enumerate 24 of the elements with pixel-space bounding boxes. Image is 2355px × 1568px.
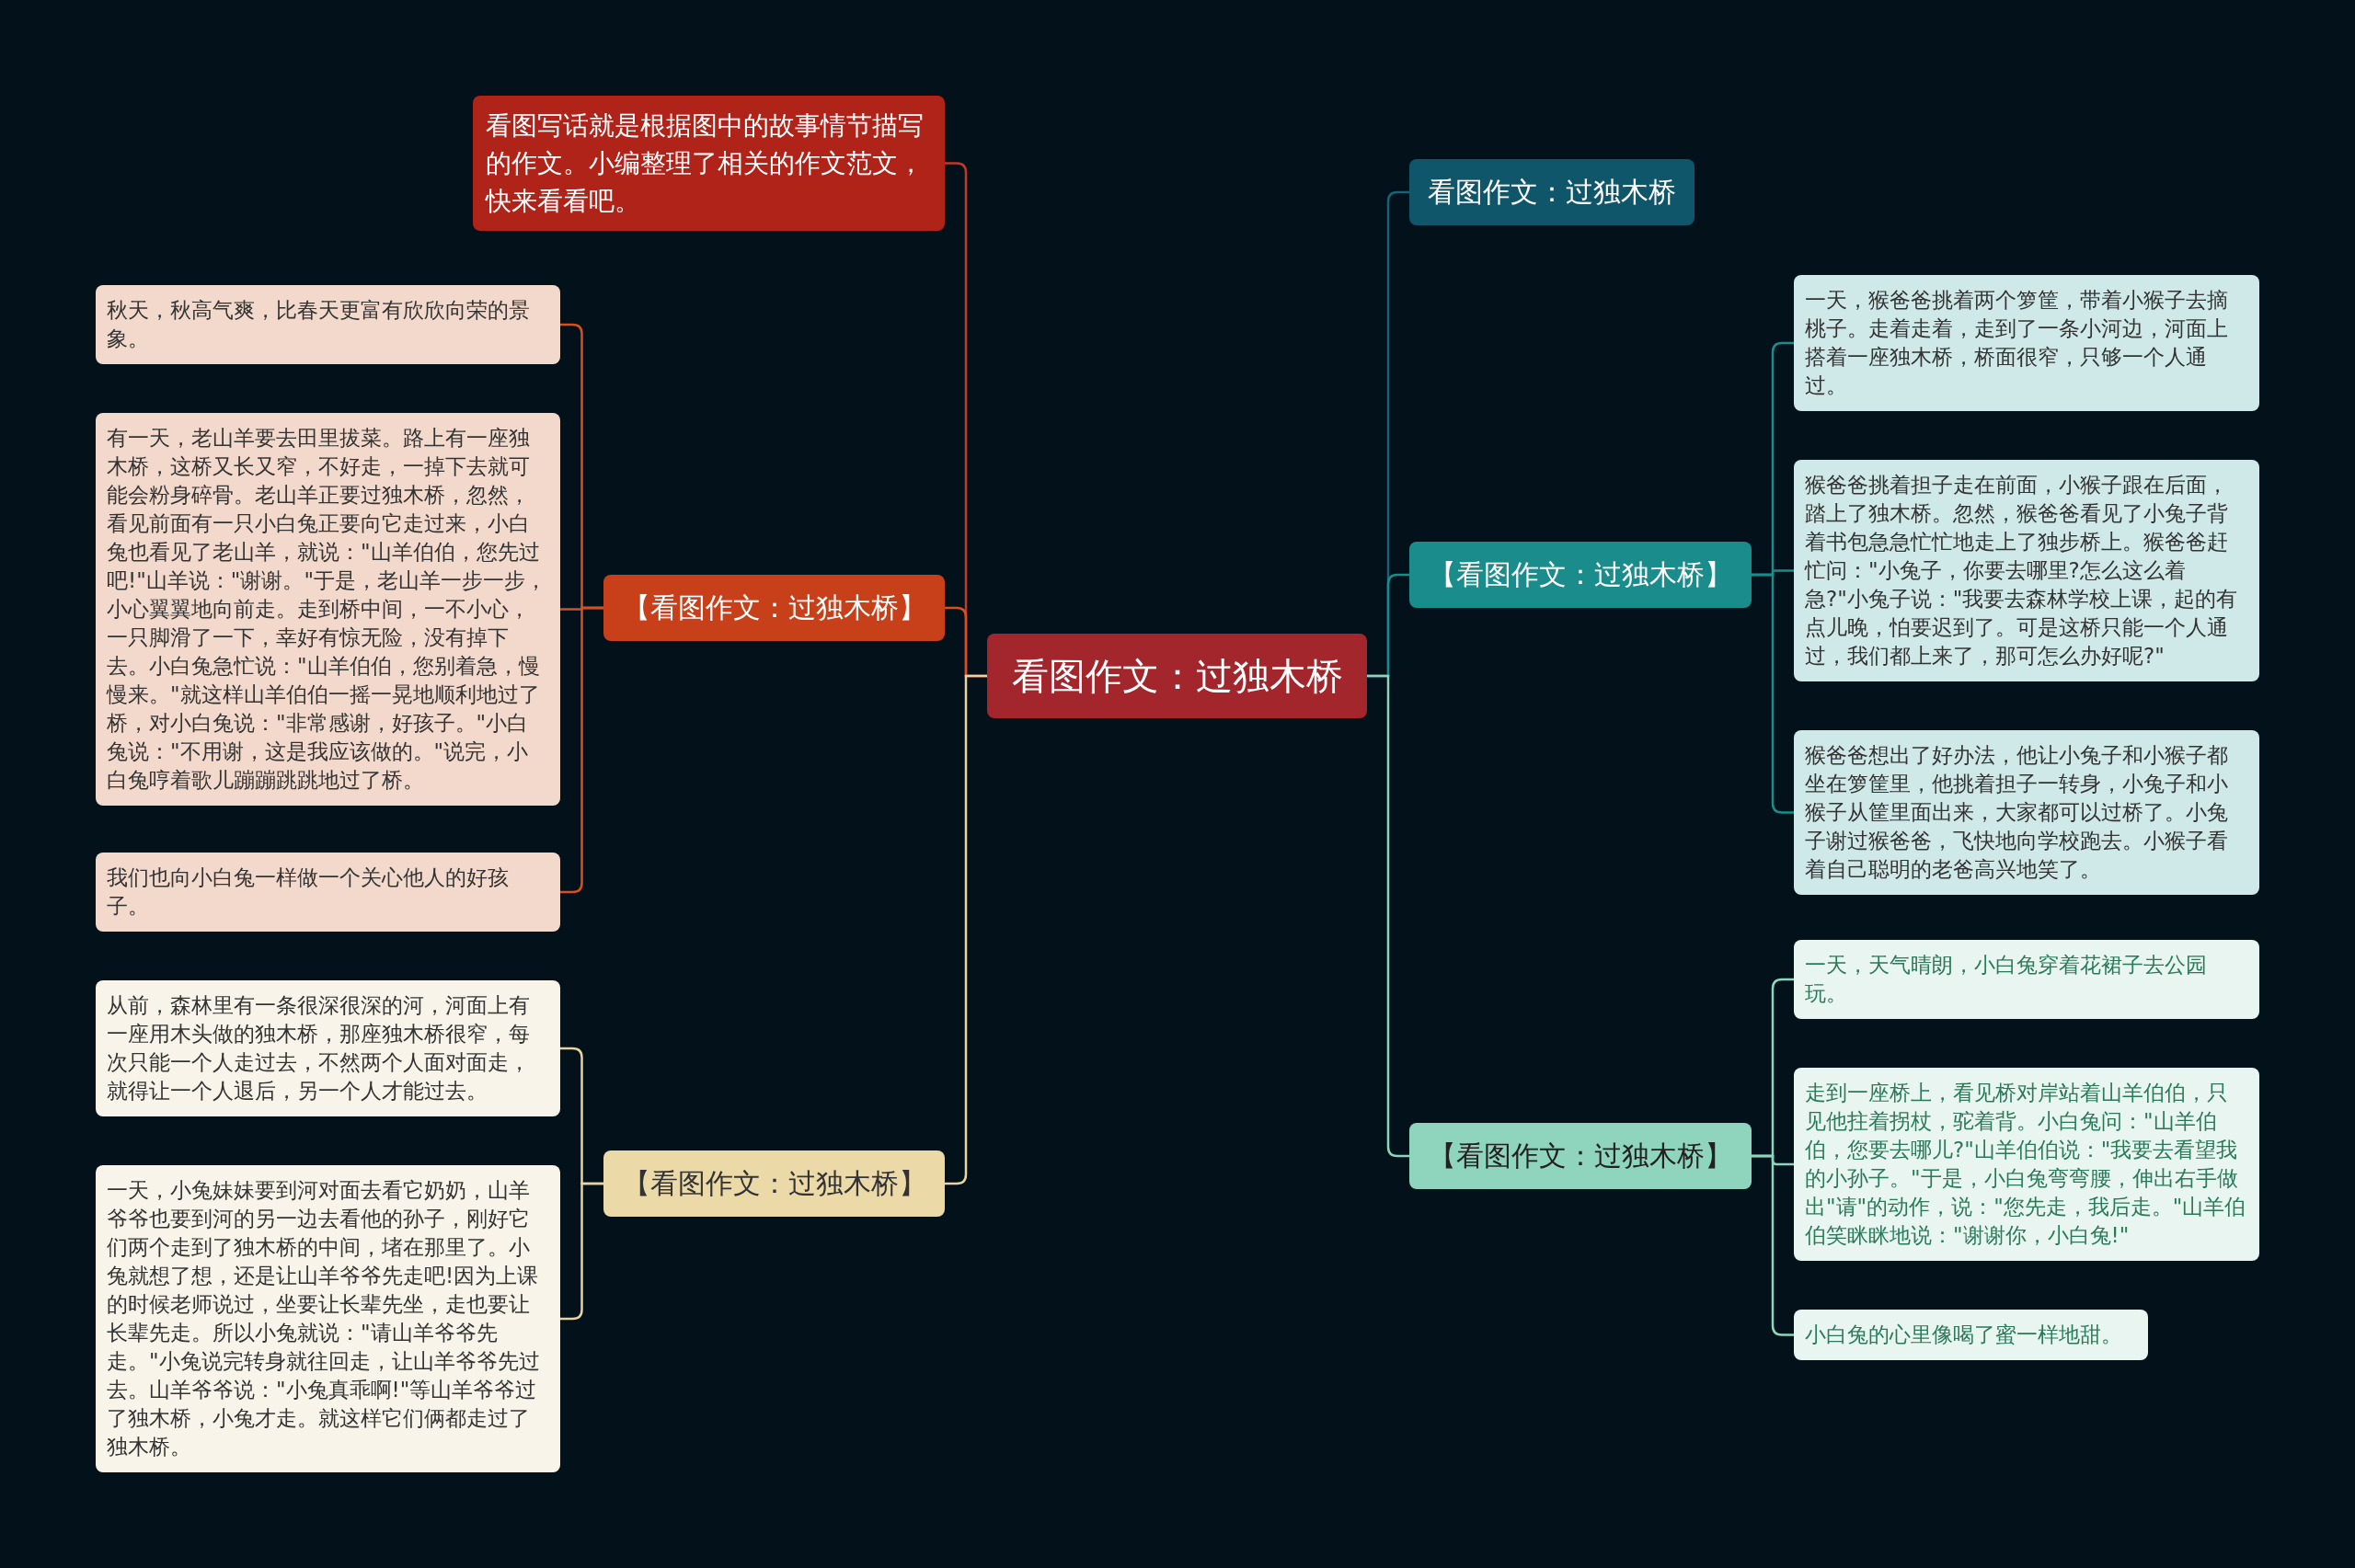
- connector-line: [945, 674, 987, 1185]
- story-card: 小白兔的心里像喝了蜜一样地甜。: [1794, 1310, 2148, 1360]
- connector-line: [1367, 674, 1409, 1158]
- story-card: 猴爸爸想出了好办法，他让小兔子和小猴子都坐在箩筐里，他挑着担子一转身，小兔子和小猴子从筐里面出来，大家都可以过桥了。小兔子谢过猴爸爸，飞快地向学校跑去。小猴子看着自己聪明的老爸高兴地笑了。: [1794, 730, 2259, 895]
- branch-topic: 看图作文：过独木桥: [1409, 159, 1694, 225]
- story-card: 秋天，秋高气爽，比春天更富有欣欣向荣的景象。: [96, 285, 560, 364]
- branch-topic: 【看图作文：过独木桥】: [603, 1150, 945, 1217]
- branch-topic: 【看图作文：过独木桥】: [1409, 1123, 1752, 1189]
- intro-card: 看图写话就是根据图中的故事情节描写的作文。小编整理了相关的作文范文，快来看看吧。: [473, 96, 945, 231]
- branch-topic: 【看图作文：过独木桥】: [603, 575, 945, 641]
- story-card: 猴爸爸挑着担子走在前面，小猴子跟在后面，踏上了独木桥。忽然，猴爸爸看见了小兔子背着书包急急忙忙地走上了独步桥上。猴爸爸赶忙问："小兔子，你要去哪里?怎么这么着急?"小兔子说："我要去森林学校上课，起的有点儿晚，怕要迟到了。可是这桥只能一个人通过，我们都上来了，那可怎么办好呢?": [1794, 460, 2259, 681]
- connector-line: [560, 606, 603, 894]
- story-card: 一天，天气晴朗，小白兔穿着花裙子去公园玩。: [1794, 940, 2259, 1019]
- story-card: 一天，猴爸爸挑着两个箩筐，带着小猴子去摘桃子。走着走着，走到了一条小河边，河面上搭着一座独木桥，桥面很窄，只够一个人通过。: [1794, 275, 2259, 411]
- story-card: 有一天，老山羊要去田里拔菜。路上有一座独木桥，这桥又长又窄，不好走，一掉下去就可能会粉身碎骨。老山羊正要过独木桥，忽然，看见前面有一只小白兔正要向它走过来，小白兔也看见了老山羊，就说："山羊伯伯，您先过吧!"山羊说："谢谢。"于是，老山羊一步一步，小心翼翼地向前走。走到桥中间，一不小心，一只脚滑了一下，幸好有惊无险，没有掉下去。小白兔急忙说："山羊伯伯，您别着急，慢慢来。"就这样山羊伯伯一摇一晃地顺利地过了桥，对小白兔说："非常感谢，好孩子。"小白兔说："不用谢，这是我应该做的。"说完，小白兔哼着歌儿蹦蹦跳跳地过了桥。: [96, 413, 560, 806]
- story-card: 我们也向小白兔一样做一个关心他人的好孩子。: [96, 853, 560, 932]
- story-card: 走到一座桥上，看见桥对岸站着山羊伯伯，只见他拄着拐杖，驼着背。小白兔问："山羊伯伯，您要去哪儿?"山羊伯伯说："我要去看望我的小孙子。"于是，小白兔弯弯腰，伸出右手做出"请"的动作，说："您先走，我后走。"山羊伯伯笑眯眯地说："谢谢你，小白兔!": [1794, 1068, 2259, 1261]
- story-card: 一天，小兔妹妹要到河对面去看它奶奶，山羊爷爷也要到河的另一边去看他的孙子，刚好它们两个走到了独木桥的中间，堵在那里了。小兔就想了想，还是让山羊爷爷先走吧!因为上课的时候老师说过，坐要让长辈先坐，走也要让长辈先走。所以小兔就说："请山羊爷爷先走。"小兔说完转身就往回走，让山羊爷爷先过去。山羊爷爷说："小兔真乖啊!"等山羊爷爷过了独木桥，小兔才走。就这样它们俩都走过了独木桥。: [96, 1165, 560, 1472]
- story-card: 从前，森林里有一条很深很深的河，河面上有一座用木头做的独木桥，那座独木桥很窄，每次只能一个人走过去，不然两个人面对面走，就得让一个人退后，另一个人才能过去。: [96, 980, 560, 1116]
- connector-line: [1752, 573, 1794, 814]
- connector-line: [1752, 1154, 1794, 1336]
- branch-topic: 【看图作文：过独木桥】: [1409, 542, 1752, 608]
- connector-line: [560, 1182, 603, 1321]
- central-topic: 看图作文：过独木桥: [987, 634, 1367, 718]
